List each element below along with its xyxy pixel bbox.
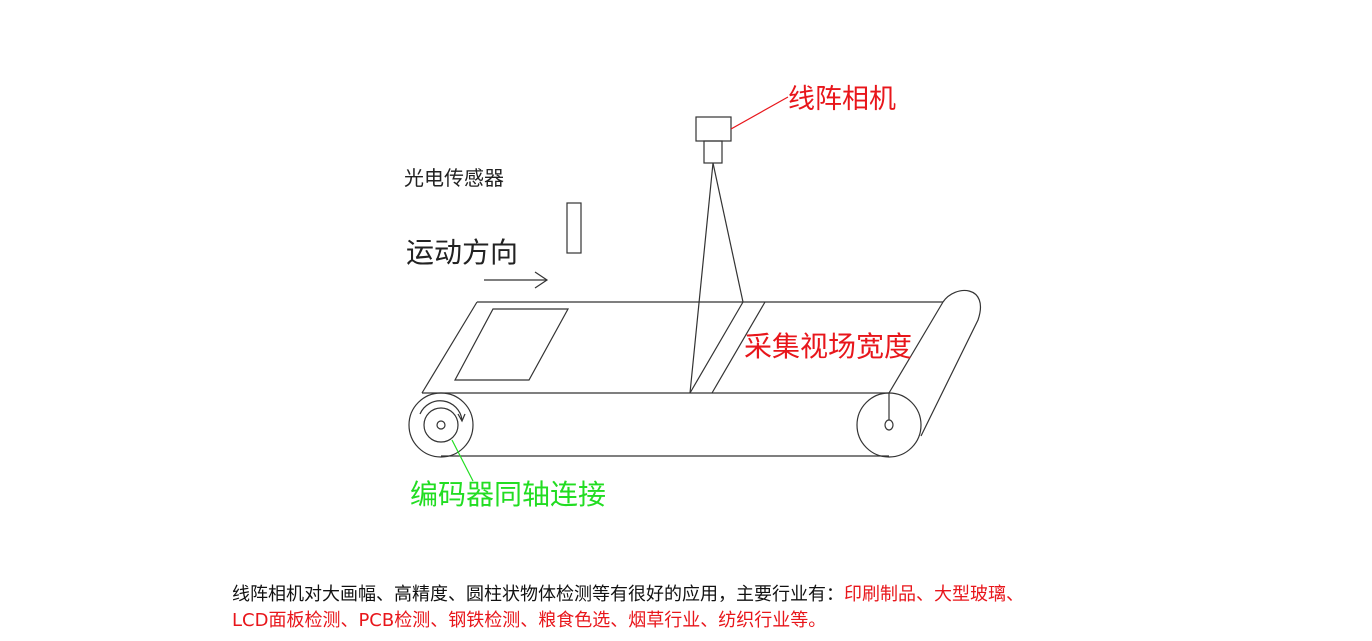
photoelectric-sensor [566, 202, 582, 254]
camera-lens [703, 140, 723, 164]
direction-label: 运动方向 [406, 236, 519, 269]
right-roller [856, 392, 922, 458]
caption-industries-1: 印刷制品、大型玻璃、 [844, 584, 1024, 605]
fov-line-1 [689, 301, 744, 394]
encoder-label: 编码器同轴连接 [410, 478, 607, 511]
fov-line-2 [711, 301, 766, 394]
inspected-object [453, 308, 570, 381]
camera-label: 线阵相机 [788, 84, 896, 115]
caption-intro: 线阵相机对大画幅、高精度、圆柱状物体检测等有很好的应用，主要行业有： [232, 584, 844, 605]
encoder-pointer-line [451, 439, 474, 482]
field-width-label: 采集视场宽度 [744, 330, 913, 363]
conveyor-belt [421, 289, 981, 457]
direction-arrow [484, 271, 549, 289]
camera-pointer-line [730, 96, 789, 130]
sensor-label: 光电传感器 [404, 166, 504, 190]
fov-left-ray [689, 162, 714, 394]
fov-right-ray [712, 162, 744, 303]
camera-body [695, 116, 732, 142]
caption-line-1: 线阵相机对大画幅、高精度、圆柱状物体检测等有很好的应用，主要行业有：印刷制品、大… [232, 582, 1024, 608]
caption-line-2: LCD面板检测、PCB检测、钢铁检测、粮食色选、烟草行业、纺织行业等。 [232, 610, 827, 631]
left-roller-encoder [408, 392, 474, 458]
